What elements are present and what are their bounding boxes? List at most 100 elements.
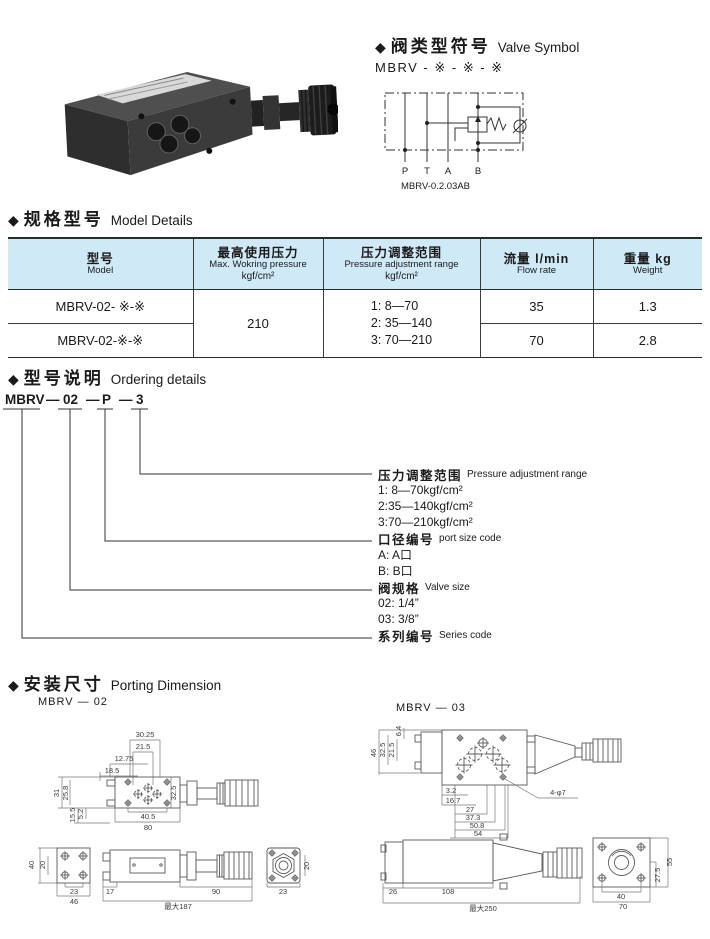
dimension-label: 32.5 bbox=[169, 786, 178, 801]
drawing-mbrv03-bottom: 26 108 最大250 40 70 27.5 55 bbox=[380, 833, 674, 913]
porting-title: ◆ 安装尺寸 Porting Dimension bbox=[8, 670, 221, 695]
model-details-table: 型号 Model 最高使用压力 Max. Wokring pressure kg… bbox=[8, 237, 702, 358]
header-en: Model bbox=[87, 264, 114, 276]
dimension-label: 20 bbox=[302, 862, 311, 870]
dimension-label: 46 bbox=[369, 749, 378, 757]
cell-pressure-ranges: 1: 8—70 2: 35—140 3: 70—210 bbox=[322, 289, 480, 358]
code-part-series: MBRV bbox=[5, 392, 45, 407]
porting-title-en: Porting Dimension bbox=[110, 678, 222, 693]
valve-symbol-model-code: MBRV - ※ - ※ - ※ bbox=[375, 60, 504, 75]
dimension-label: 27 bbox=[466, 805, 474, 814]
column-header-max-pressure: 最高使用压力 Max. Wokring pressure kgf/cm² bbox=[192, 238, 323, 290]
legend-item: B: B口 bbox=[378, 564, 413, 579]
column-header-pressure-range: 压力调整范围 Pressure adjustment range kgf/cm² bbox=[322, 238, 480, 290]
diamond-icon: ◆ bbox=[8, 677, 19, 693]
header-en: Flow rate bbox=[516, 264, 557, 276]
table-header-row: 型号 Model 最高使用压力 Max. Wokring pressure kg… bbox=[8, 238, 702, 290]
table-row: MBRV-02-※-※ 70 2.8 bbox=[8, 323, 702, 358]
dimension-label: 32.5 bbox=[378, 743, 387, 758]
header-en: Pressure adjustment range bbox=[344, 259, 459, 271]
legend-heading: 阀规格 Valve size bbox=[378, 579, 708, 596]
dimension-label: 23 bbox=[279, 887, 287, 896]
legend-heading: 压力调整范围 Pressure adjustment range bbox=[378, 466, 708, 483]
header-zh: 压力调整范围 bbox=[360, 246, 442, 261]
valve-symbol-title-en: Valve Symbol bbox=[497, 40, 580, 55]
code-separator: — bbox=[119, 392, 133, 407]
code-separator: — bbox=[46, 392, 60, 407]
dimension-label: 23 bbox=[70, 887, 78, 896]
model-details-title-en: Model Details bbox=[110, 213, 193, 228]
legend-heading: 口径编号 port size code bbox=[378, 531, 708, 547]
product-photo bbox=[64, 71, 338, 176]
valve-symbol-title-zh: 阀类型符号 bbox=[390, 37, 491, 56]
diamond-icon: ◆ bbox=[375, 39, 386, 55]
drawing-mbrv03-top: 6.4 32.5 21.5 46 3.2 16.7 27 37.3 50.8 5… bbox=[369, 726, 622, 839]
legend-item: 03: 3/8” bbox=[378, 612, 419, 627]
dimension-label: 4-φ7 bbox=[550, 788, 566, 797]
porting-title-zh: 安装尺寸 bbox=[23, 675, 104, 694]
port-label: A bbox=[445, 166, 452, 177]
dimension-label: 90 bbox=[212, 887, 220, 896]
dimension-label: 12.75 bbox=[115, 754, 134, 763]
column-header-weight: 重量 kg Weight bbox=[592, 238, 702, 290]
code-part-port: P bbox=[102, 392, 112, 407]
ordering-title: ◆ 型号说明 Ordering details bbox=[8, 364, 206, 389]
pressure-range: 1: 8—70 bbox=[370, 299, 419, 313]
dimension-label: 40 bbox=[27, 861, 36, 869]
code-separator: — bbox=[86, 392, 100, 407]
legend-zh: 系列编号 bbox=[378, 629, 435, 644]
legend-item: 3:70—210kgf/cm² bbox=[378, 515, 473, 530]
dimension-label: 5.2 bbox=[76, 809, 85, 819]
ordering-title-zh: 型号说明 bbox=[23, 369, 104, 388]
drawing-mbrv02-bottom: 40 20 23 46 17 90 最大187 23 20 bbox=[27, 847, 311, 911]
dimension-label: 40.5 bbox=[141, 812, 156, 821]
header-zh: 型号 bbox=[86, 251, 114, 266]
legend-zh: 口径编号 bbox=[378, 533, 435, 548]
dimension-label: 27.5 bbox=[653, 868, 662, 883]
drawing-mbrv02-top: 30.25 21.5 12.75 18.5 31 25.8 15.5 5.2 3… bbox=[52, 730, 259, 832]
column-header-model: 型号 Model bbox=[8, 238, 193, 290]
dimension-label: 55 bbox=[665, 858, 674, 866]
cell-weight: 1.3 bbox=[592, 289, 702, 324]
legend-zh: 阀规格 bbox=[378, 581, 421, 596]
header-en: Max. Wokring pressure bbox=[209, 259, 307, 271]
dimension-label: 26 bbox=[389, 887, 397, 896]
dimension-label: 15.5 bbox=[68, 808, 77, 823]
dimension-label: 40 bbox=[617, 892, 625, 901]
legend-item: 2:35—140kgf/cm² bbox=[378, 499, 473, 514]
dimension-label: 54 bbox=[474, 829, 482, 838]
dimension-label: 50.8 bbox=[470, 821, 485, 830]
pressure-range: 3: 70—210 bbox=[370, 333, 433, 347]
cell-model: MBRV-02- ※-※ bbox=[8, 289, 193, 324]
ordering-title-en: Ordering details bbox=[110, 372, 207, 387]
ordering-legend: 压力调整范围 Pressure adjustment range 1: 8—70… bbox=[378, 466, 708, 644]
legend-en: Series code bbox=[439, 629, 492, 641]
dimension-label: 17 bbox=[106, 887, 114, 896]
table-row: MBRV-02- ※-※ 210 1: 8—70 2: 35—140 3: 70… bbox=[8, 289, 702, 358]
cell-flow: 70 bbox=[479, 323, 593, 358]
drawing-label-mbrv02: MBRV — 02 bbox=[38, 696, 108, 708]
code-part-range: 3 bbox=[136, 392, 144, 407]
dimension-label: 6.4 bbox=[394, 726, 403, 736]
dimension-label: 20 bbox=[38, 861, 47, 869]
dimension-label: 37.3 bbox=[466, 813, 481, 822]
legend-item: 02: 1/4” bbox=[378, 596, 419, 611]
dimension-label: 18.5 bbox=[105, 766, 120, 775]
dimension-label: 21.5 bbox=[387, 743, 396, 758]
header-zh: 流量 l/min bbox=[503, 251, 570, 266]
header-zh: 最高使用压力 bbox=[217, 246, 299, 261]
port-label: T bbox=[424, 166, 430, 177]
dimension-label: 3.2 bbox=[446, 786, 456, 795]
pressure-range: 2: 35—140 bbox=[370, 316, 433, 330]
dimension-label: 最大187 bbox=[164, 901, 192, 911]
dimension-label: 46 bbox=[70, 897, 78, 906]
porting-dimension-drawings: 30.25 21.5 12.75 18.5 31 25.8 15.5 5.2 3… bbox=[27, 726, 674, 913]
dimension-label: 16.7 bbox=[446, 796, 461, 805]
legend-en: port size code bbox=[439, 533, 502, 545]
cell-weight: 2.8 bbox=[592, 323, 702, 358]
port-label: B bbox=[475, 166, 481, 177]
model-details-title-zh: 规格型号 bbox=[23, 210, 104, 229]
ordering-connector-lines bbox=[3, 408, 372, 639]
header-en: Weight bbox=[633, 264, 663, 276]
